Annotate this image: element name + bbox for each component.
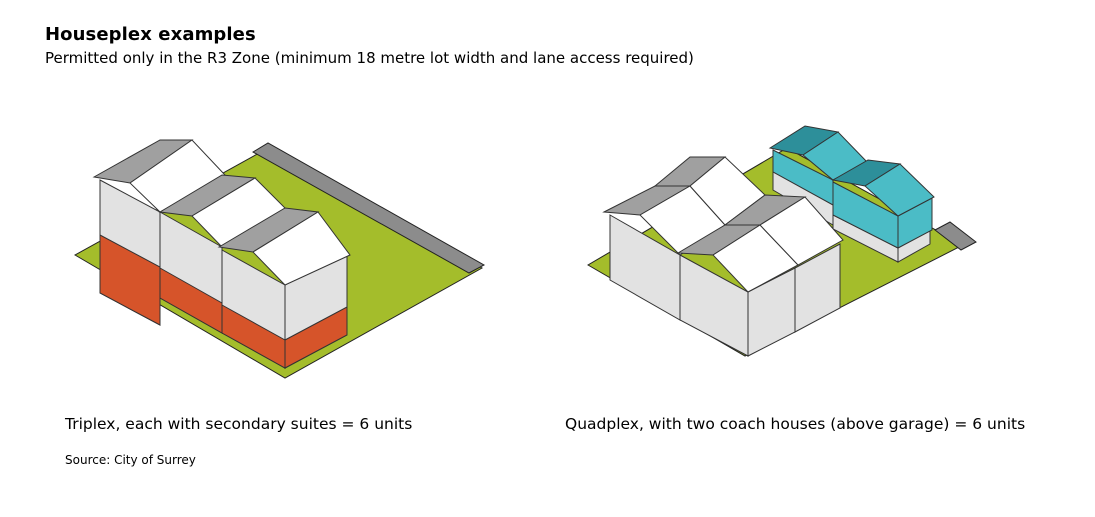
triplex-unit-front	[217, 207, 351, 369]
triplex-caption: Triplex, each with secondary suites = 6 …	[65, 415, 413, 433]
triplex-unit-back	[92, 139, 226, 326]
coach-house-front	[831, 159, 935, 263]
triplex-illustration	[73, 139, 486, 379]
lane-grey	[934, 221, 977, 251]
source-note: Source: City of Surrey	[65, 453, 196, 467]
houseplex-illustrations	[73, 125, 977, 379]
quadplex-illustration	[587, 125, 977, 357]
quadplex-building	[602, 156, 844, 357]
quadplex-caption: Quadplex, with two coach houses (above g…	[565, 415, 1026, 433]
lane-grey	[252, 142, 486, 274]
triplex-unit-middle	[158, 174, 288, 334]
page-subtitle: Permitted only in the R3 Zone (minimum 1…	[45, 49, 694, 67]
page-title: Houseplex examples	[45, 24, 256, 45]
